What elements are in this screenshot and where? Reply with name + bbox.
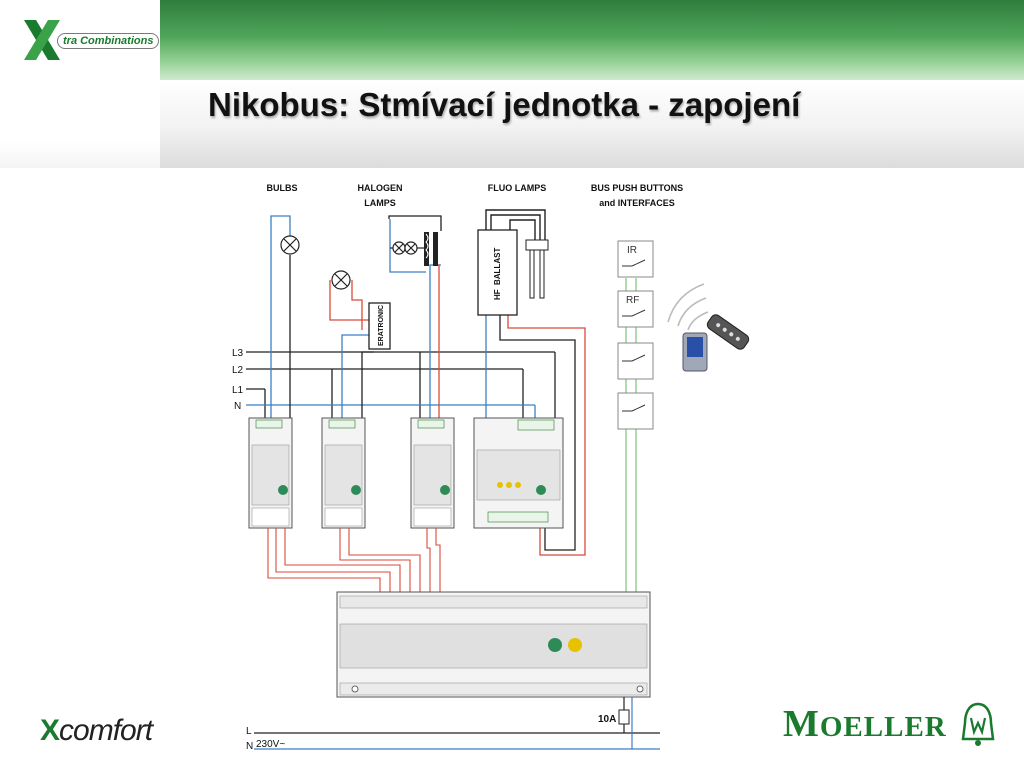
label-halogen-1: HALOGEN	[358, 183, 403, 193]
fluo-ballast: BALLAST HF	[477, 209, 546, 316]
rf-label: RF	[626, 295, 639, 306]
fluo-lamp-icon	[525, 239, 549, 299]
mains-supply: L N 230V~ 10A	[246, 697, 660, 752]
halogen-transformer-icon	[424, 232, 438, 266]
logo-area: tra Combinations	[0, 0, 160, 80]
transformer-label: ERATRONIC	[378, 305, 385, 346]
dimmer-modules	[248, 417, 564, 529]
ir-label: IR	[627, 245, 637, 256]
label-fluo: FLUO LAMPS	[488, 183, 547, 193]
pda-icon	[682, 332, 708, 372]
remote-control-icon	[706, 314, 750, 350]
label-bus-2: and INTERFACES	[599, 198, 675, 208]
fuse-label: 10A	[598, 714, 616, 725]
supply-l-label: L	[246, 726, 252, 737]
load-wires	[329, 264, 586, 556]
moeller-logo: MOELLER	[783, 703, 947, 745]
header-left-band	[0, 80, 160, 168]
page-title: Nikobus: Stmívací jednotka - zapojení	[208, 86, 801, 123]
line-label-l1: L1	[232, 385, 244, 396]
xtra-combinations-x-icon	[24, 20, 60, 60]
title-band	[160, 80, 1024, 168]
supply-voltage-label: 230V~	[256, 739, 285, 750]
line-label-n: N	[234, 401, 241, 412]
push-button	[617, 342, 654, 380]
dimmer-module	[248, 417, 293, 529]
supply-n-label: N	[246, 741, 253, 752]
moeller-bell-emblem-icon	[961, 702, 995, 746]
fluo-dimmer-module	[473, 417, 564, 529]
bus-push-buttons: IR RF	[617, 240, 654, 592]
bulb-lamp-icon	[331, 270, 351, 290]
dimmer-module	[321, 417, 366, 529]
xcomfort-logo: Xcomfort	[40, 714, 153, 747]
dimmer-module	[410, 417, 455, 529]
mains-lines	[246, 351, 556, 420]
bus-wires	[267, 528, 441, 592]
bulb-lamp-icon	[280, 235, 300, 255]
halogen-lamp-icon	[390, 241, 424, 255]
ballast-label: BALLAST	[493, 248, 502, 285]
line-label-l3: L3	[232, 348, 244, 359]
wireless-signal-icon	[667, 283, 709, 331]
line-label-l2: L2	[232, 365, 244, 376]
logo-text: tra Combinations	[57, 33, 160, 49]
fuse-icon	[618, 709, 630, 725]
bus-controller-module	[336, 591, 651, 698]
electronic-transformer: ERATRONIC	[368, 302, 391, 350]
label-halogen-2: LAMPS	[364, 198, 396, 208]
push-button	[617, 392, 654, 430]
ir-push-button: IR	[617, 240, 654, 278]
rf-push-button: RF	[617, 290, 654, 328]
header-banner	[160, 0, 1024, 80]
neutral-wires	[246, 215, 536, 420]
ballast-hf-label: HF	[493, 289, 502, 300]
label-bus-1: BUS PUSH BUTTONS	[591, 183, 683, 193]
label-bulbs: BULBS	[267, 183, 298, 193]
